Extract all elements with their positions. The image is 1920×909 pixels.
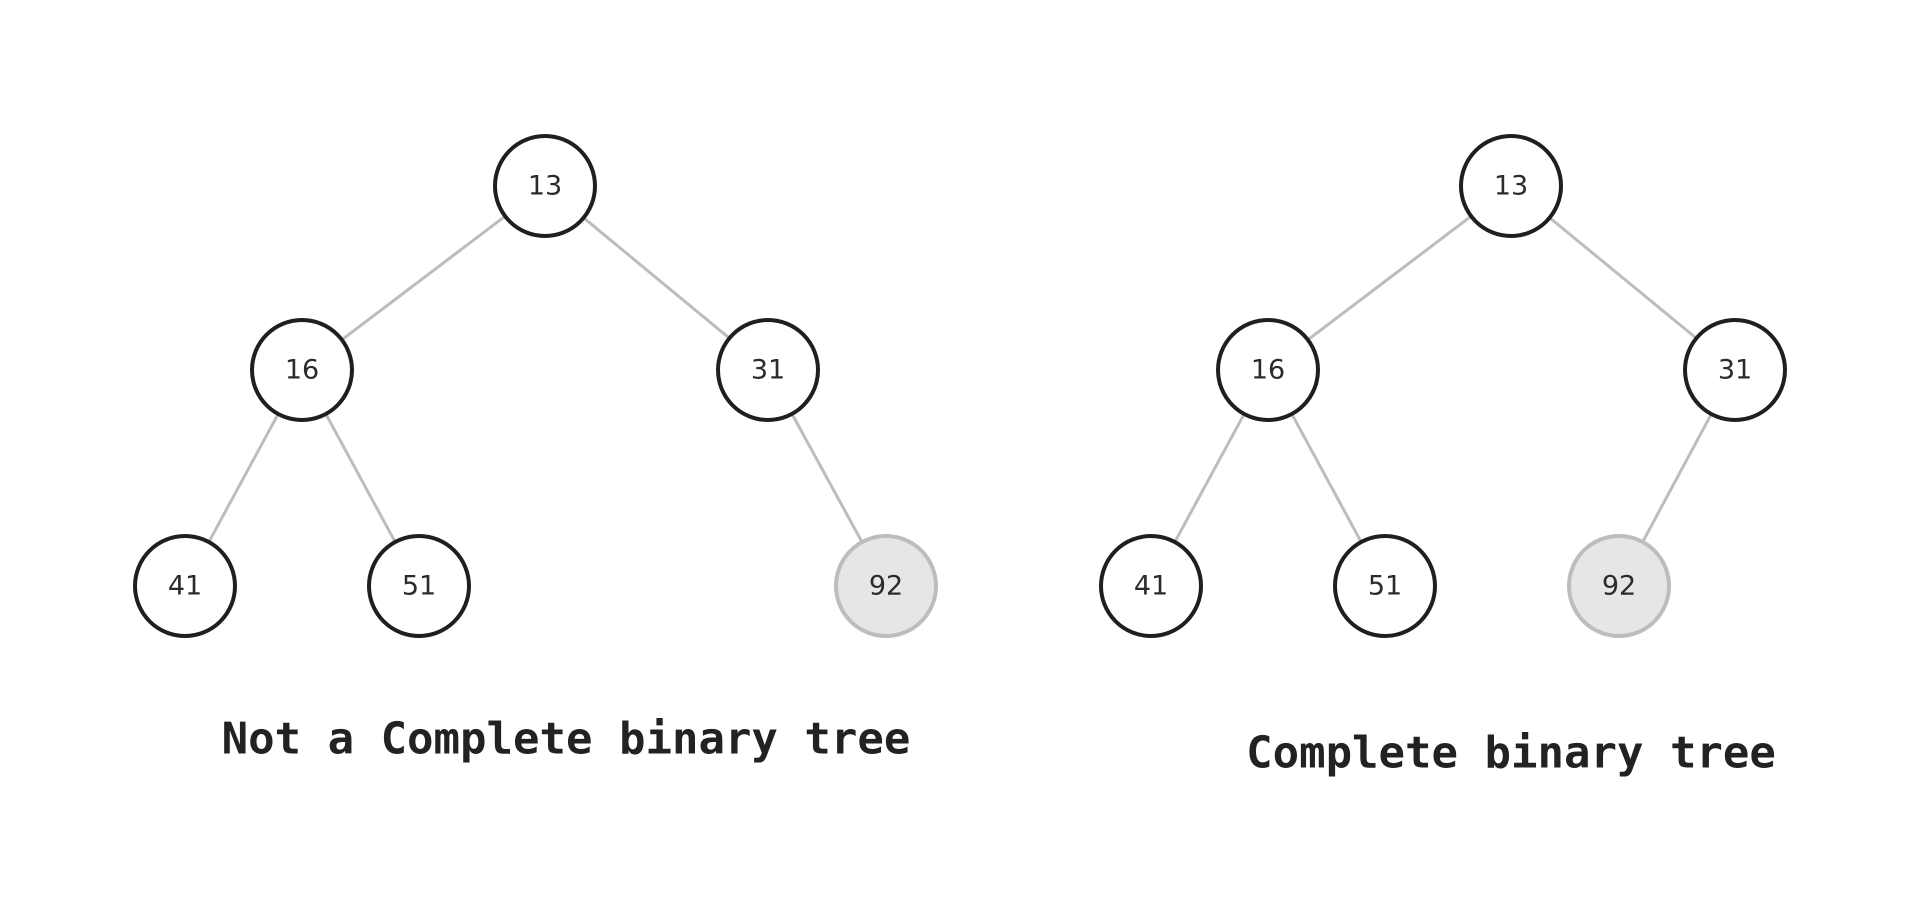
node-value-label: 41 xyxy=(168,571,202,602)
node-value-label: 92 xyxy=(1602,571,1636,602)
node-circle xyxy=(250,318,354,422)
edge-root-to-left xyxy=(341,215,506,341)
edge-right-to-right-left xyxy=(1641,414,1713,542)
node-value-label: 31 xyxy=(751,355,785,386)
node-value-label: 13 xyxy=(528,171,562,202)
edge-root-to-right xyxy=(583,217,730,339)
node-circle xyxy=(1216,318,1320,422)
node-circle xyxy=(367,534,471,638)
node-circle xyxy=(1683,318,1787,422)
node-value-label: 51 xyxy=(1368,571,1402,602)
edge-right-to-right-right xyxy=(791,414,863,542)
tree-not-complete: 13 16 31 41 51 92 xyxy=(133,134,938,638)
edge-root-to-left xyxy=(1307,215,1472,341)
caption-complete: Complete binary tree xyxy=(1246,728,1776,779)
node-circle xyxy=(1099,534,1203,638)
tree-node-left-left: 41 xyxy=(1099,534,1203,638)
edge-left-to-left-left xyxy=(207,414,280,542)
tree-complete: 13 16 31 41 51 92 xyxy=(1099,134,1787,638)
edge-left-to-left-left xyxy=(1173,414,1246,542)
edge-left-to-left-right xyxy=(1290,414,1363,542)
node-value-label: 92 xyxy=(869,571,903,602)
tree-node-right-left: 92 xyxy=(1567,534,1671,638)
tree-node-left-right: 51 xyxy=(1333,534,1437,638)
node-value-label: 16 xyxy=(1251,355,1285,386)
node-value-label: 41 xyxy=(1134,571,1168,602)
tree-node-left-left: 41 xyxy=(133,534,237,638)
node-circle xyxy=(493,134,597,238)
node-value-label: 13 xyxy=(1494,171,1528,202)
node-circle xyxy=(1459,134,1563,238)
node-value-label: 51 xyxy=(402,571,436,602)
node-value-label: 31 xyxy=(1718,355,1752,386)
tree-node-root: 13 xyxy=(1459,134,1563,238)
node-circle xyxy=(1567,534,1671,638)
node-circle xyxy=(716,318,820,422)
tree-node-root: 13 xyxy=(493,134,597,238)
node-value-label: 16 xyxy=(285,355,319,386)
edge-left-to-left-right xyxy=(324,414,397,542)
tree-node-left: 16 xyxy=(250,318,354,422)
tree-node-right: 31 xyxy=(1683,318,1787,422)
edge-root-to-right xyxy=(1549,217,1697,339)
tree-node-left: 16 xyxy=(1216,318,1320,422)
tree-node-right-right: 92 xyxy=(834,534,938,638)
node-circle xyxy=(834,534,938,638)
caption-not-complete: Not a Complete binary tree xyxy=(222,714,911,765)
node-circle xyxy=(133,534,237,638)
node-circle xyxy=(1333,534,1437,638)
tree-node-right: 31 xyxy=(716,318,820,422)
tree-node-left-right: 51 xyxy=(367,534,471,638)
